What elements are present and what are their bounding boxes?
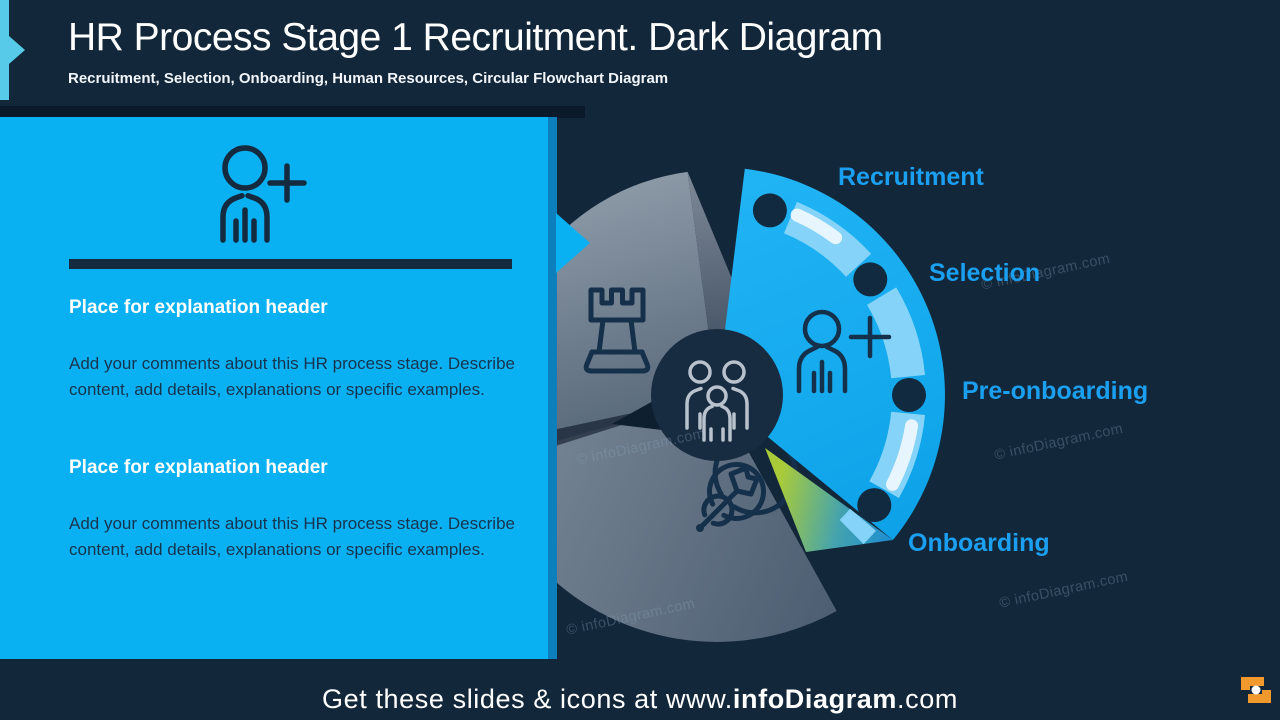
person-plus-icon-wedge bbox=[796, 309, 892, 394]
progress-dot-onboarding bbox=[857, 488, 892, 523]
section-body: Add your comments about this HR process … bbox=[69, 514, 515, 559]
footer-text: Get these slides & icons at www.infoDiag… bbox=[0, 684, 1280, 715]
page-title: HR Process Stage 1 Recruitment. Dark Dia… bbox=[68, 16, 883, 59]
stage-label-recruitment: Recruitment bbox=[838, 163, 984, 191]
section-heading: Place for explanation header bbox=[69, 297, 328, 318]
infodiagram-logo-icon bbox=[1241, 677, 1271, 703]
stage-label-selection: Selection bbox=[929, 259, 1041, 287]
people-group-icon bbox=[685, 360, 749, 442]
footer-suffix: .com bbox=[897, 684, 958, 714]
footer-brand: infoDiagram bbox=[732, 684, 898, 714]
band-gloss-streaks bbox=[790, 208, 919, 491]
progress-dot-selection bbox=[853, 262, 888, 297]
person-plus-icon bbox=[220, 145, 307, 243]
hub-notch bbox=[612, 396, 662, 430]
section-heading: Place for explanation header bbox=[69, 457, 328, 478]
accent-bar bbox=[0, 0, 9, 100]
center-circle bbox=[651, 329, 783, 461]
progress-dot-preonboarding bbox=[892, 378, 926, 412]
stage-label-onboarding: Onboarding bbox=[908, 529, 1050, 557]
header-divider-strip bbox=[0, 106, 585, 118]
progress-dot-recruitment bbox=[752, 193, 787, 228]
stage-label-preonboarding: Pre-onboarding bbox=[962, 377, 1149, 405]
chess-rook-icon bbox=[583, 287, 651, 374]
callout-panel: Place for explanation header Add your co… bbox=[0, 117, 548, 659]
section-body: Add your comments about this HR process … bbox=[69, 354, 515, 399]
divider-bar bbox=[69, 259, 512, 269]
callout-panel-edge bbox=[548, 117, 557, 659]
page-subtitle: Recruitment, Selection, Onboarding, Huma… bbox=[68, 70, 669, 87]
callout-arrow bbox=[556, 213, 590, 273]
accent-chevron-icon bbox=[9, 36, 25, 64]
progress-dots bbox=[752, 193, 926, 523]
footer-prefix: Get these slides & icons at www. bbox=[322, 684, 733, 714]
